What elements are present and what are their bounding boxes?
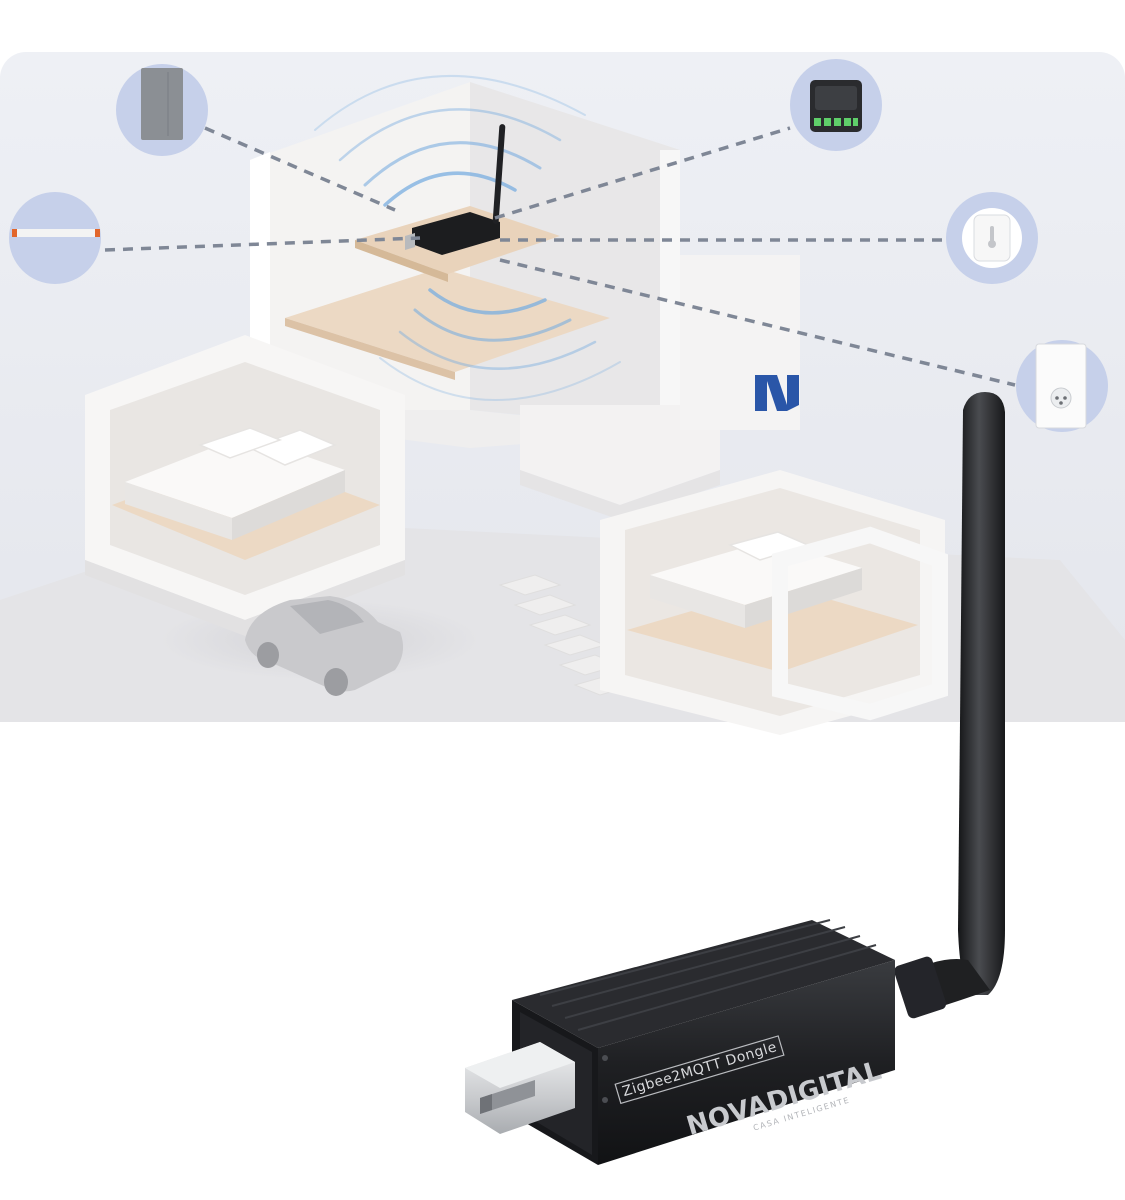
wall-socket-device xyxy=(1016,340,1108,432)
curtain-motor-icon xyxy=(12,229,100,237)
connection-lines xyxy=(104,126,1016,387)
wall-socket-icon xyxy=(1035,343,1087,429)
signal-waves xyxy=(314,74,621,401)
stairs xyxy=(498,574,637,696)
upper-room-floor xyxy=(285,268,610,372)
curtain-motor-device xyxy=(9,192,101,284)
wall-switch-device xyxy=(116,64,208,156)
car xyxy=(245,596,404,696)
antenna xyxy=(894,392,1005,1019)
temperature-sensor-device xyxy=(946,192,1038,284)
wall-switch-icon xyxy=(141,68,183,140)
house-cutaway xyxy=(85,82,948,735)
usb-plug xyxy=(465,1042,575,1134)
dongle-front-face xyxy=(598,960,895,1165)
small-dongle xyxy=(405,124,506,255)
relay-module-device xyxy=(790,59,882,151)
nova-logo-icon xyxy=(755,375,799,411)
